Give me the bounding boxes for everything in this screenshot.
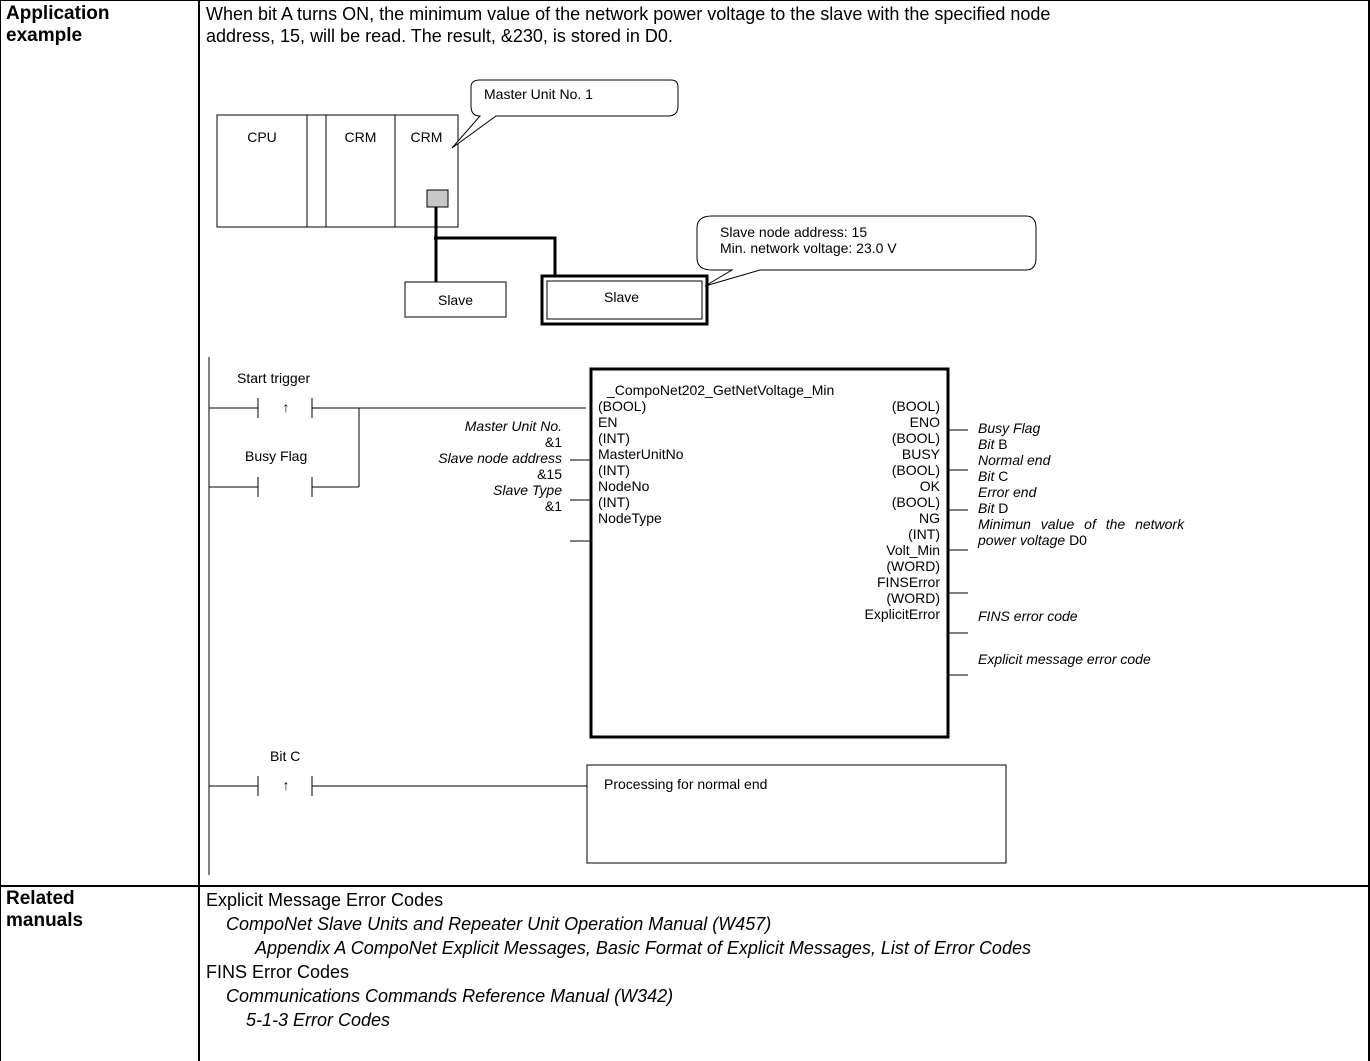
- unit-crm2-label: CRM: [410, 129, 443, 145]
- related-line-1: Explicit Message Error Codes: [206, 890, 444, 910]
- operand-error-end: Error end: [978, 484, 1037, 500]
- fb-output-type-1: (BOOL): [891, 398, 940, 414]
- table-border-left: [0, 0, 1, 1061]
- fb-input-type-3: (INT): [598, 462, 630, 478]
- callout-slave-line2: Min. network voltage: 23.0 V: [720, 240, 897, 256]
- fb-inputs: (BOOL) EN (INT) MasterUnitNo (INT) NodeN…: [598, 398, 684, 526]
- fb-output-param-7: ExplicitError: [864, 606, 940, 622]
- bit-c-edge-symbol: ↑: [282, 777, 290, 793]
- related-manuals-list: Explicit Message Error Codes CompoNet Sl…: [206, 888, 1364, 1032]
- operand-slave-type-value: &1: [544, 498, 562, 514]
- fb-output-param-5: Volt_Min: [886, 542, 940, 558]
- table-column-divider: [198, 0, 200, 1061]
- function-block-title: _CompoNet202_GetNetVoltage_Min: [607, 382, 835, 398]
- busy-flag-label: Busy Flag: [245, 448, 308, 464]
- slave-box-left: [404, 281, 507, 318]
- table-row-divider: [0, 885, 1370, 887]
- slave-left-label: Slave: [437, 292, 474, 308]
- application-header-line1: Application: [6, 3, 110, 24]
- related-header-line2: manuals: [6, 910, 84, 931]
- slave-box-right: [540, 274, 709, 326]
- fb-input-param-3: NodeNo: [598, 478, 650, 494]
- unit-cpu-label: CPU: [247, 129, 277, 145]
- application-header: Application example: [6, 3, 196, 47]
- operand-bit-d: Bit D: [978, 500, 1009, 516]
- related-header-line1: Related: [6, 888, 75, 909]
- operand-slave-type-label: Slave Type: [493, 482, 562, 498]
- operand-min-voltage-line1: Minimun value of the network: [978, 516, 1185, 532]
- operand-busy-flag: Busy Flag: [978, 420, 1041, 436]
- related-line-2: CompoNet Slave Units and Repeater Unit O…: [226, 914, 772, 934]
- function-block: [589, 367, 950, 739]
- fb-output-type-6: (WORD): [886, 558, 940, 574]
- fb-input-param-2: MasterUnitNo: [598, 446, 684, 462]
- ladder-diagram: [208, 357, 1007, 875]
- operand-slave-node-label: Slave node address: [438, 450, 562, 466]
- callout-master-shape: [451, 79, 679, 149]
- operand-master-unit-label: Master Unit No.: [464, 418, 562, 434]
- description-line-1: When bit A turns ON, the minimum value o…: [206, 4, 1051, 24]
- fb-output-type-3: (BOOL): [891, 462, 940, 478]
- operand-explicit-error: Explicit message error code: [978, 651, 1151, 667]
- start-trigger-edge-symbol: ↑: [282, 399, 290, 415]
- normal-end-processing-label: Processing for normal end: [604, 776, 768, 792]
- related-header: Related manuals: [6, 888, 196, 932]
- callout-slave-text: Slave node address: 15 Min. network volt…: [720, 224, 897, 256]
- plc-rack: [216, 114, 459, 228]
- operand-bit-c: Bit C: [978, 468, 1009, 484]
- operand-slave-node-value: &15: [537, 466, 562, 482]
- operand-normal-end: Normal end: [978, 452, 1051, 468]
- callout-master-text: Master Unit No. 1: [484, 86, 593, 102]
- callout-slave-shape: [696, 215, 1037, 287]
- fb-output-type-7: (WORD): [886, 590, 940, 606]
- application-description: When bit A turns ON, the minimum value o…: [206, 3, 1364, 47]
- fb-output-param-3: OK: [919, 478, 940, 494]
- fb-output-type-4: (BOOL): [891, 494, 940, 510]
- fb-input-type-2: (INT): [598, 430, 630, 446]
- fb-input-param-4: NodeType: [598, 510, 662, 526]
- operand-master-unit-value: &1: [544, 434, 562, 450]
- table-border-right: [1368, 0, 1370, 1061]
- fb-output-param-6: FINSError: [877, 574, 940, 590]
- fb-input-type-1: (BOOL): [598, 398, 647, 414]
- operand-bit-b: Bit B: [978, 436, 1008, 452]
- table-border-top: [0, 0, 1370, 1]
- operand-fins-error: FINS error code: [978, 608, 1078, 624]
- bit-c-contact-label: Bit C: [270, 748, 301, 764]
- operand-min-voltage-line2: power voltage D0: [978, 532, 1087, 548]
- fb-input-param-1: EN: [598, 414, 618, 430]
- fb-input-type-4: (INT): [598, 494, 630, 510]
- slave-right-label: Slave: [604, 289, 640, 305]
- fb-output-param-2: BUSY: [901, 446, 940, 462]
- start-trigger-label: Start trigger: [237, 370, 311, 386]
- system-diagram: [216, 79, 1037, 326]
- normal-end-box: [586, 764, 1007, 864]
- fb-output-param-1: ENO: [909, 414, 940, 430]
- fb-output-param-4: NG: [919, 510, 940, 526]
- related-line-3: Appendix A CompoNet Explicit Messages, B…: [255, 938, 1031, 958]
- fb-output-operands: Busy Flag Bit B Normal end Bit C Error e…: [978, 420, 1184, 548]
- description-line-2: address, 15, will be read. The result, &…: [206, 26, 673, 46]
- fb-output-type-2: (BOOL): [891, 430, 940, 446]
- related-line-5: Communications Commands Reference Manual…: [226, 986, 674, 1006]
- related-line-4: FINS Error Codes: [206, 962, 350, 982]
- fb-output-type-5: (INT): [908, 526, 940, 542]
- unit-crm1-label: CRM: [344, 129, 377, 145]
- fb-input-operands: Master Unit No. &1 Slave node address &1…: [380, 418, 562, 514]
- application-header-line2: example: [6, 25, 83, 46]
- related-line-6: 5-1-3 Error Codes: [246, 1010, 391, 1030]
- fb-outputs: (BOOL) ENO (BOOL) BUSY (BOOL) OK (BOOL) …: [790, 398, 940, 622]
- callout-slave-line1: Slave node address: 15: [720, 224, 868, 240]
